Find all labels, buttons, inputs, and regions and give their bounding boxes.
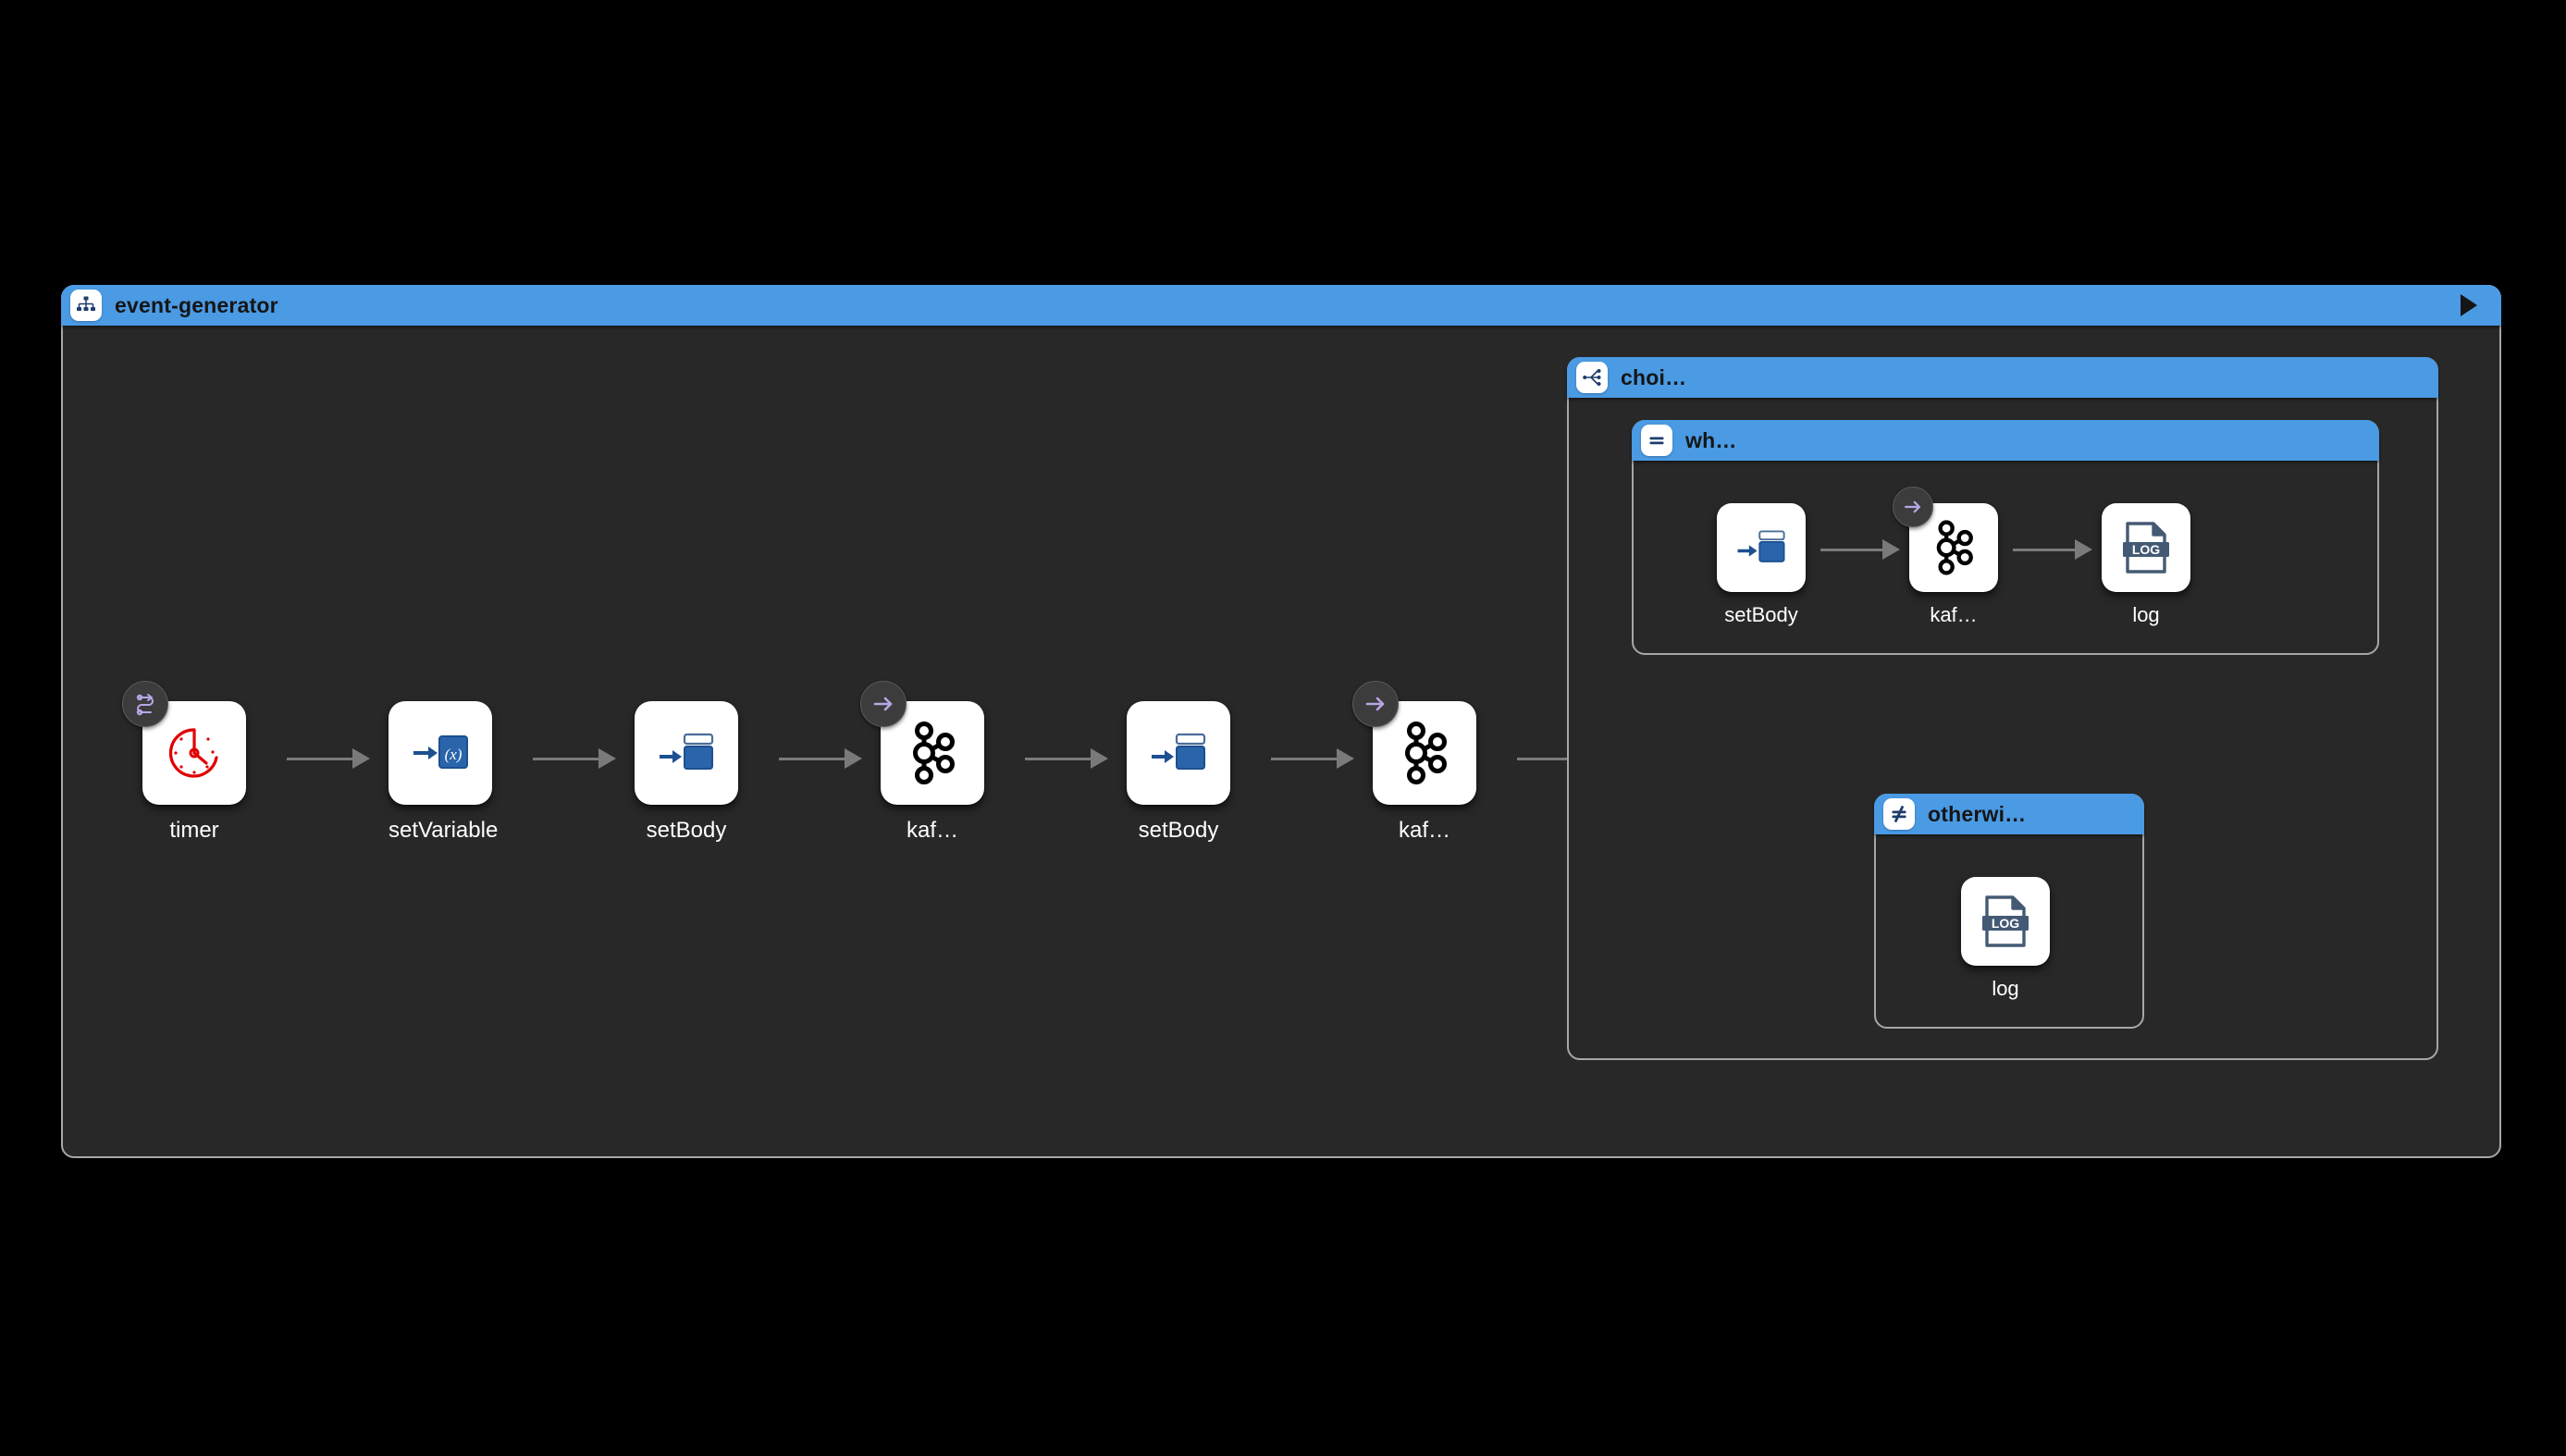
log-file-icon: LOG [2123,522,2169,574]
node-timer-label: timer [169,818,219,843]
svg-text:(x): (x) [445,746,463,763]
log-file-icon: LOG [1982,895,2029,947]
route-hierarchy-icon [70,290,102,321]
svg-text:LOG: LOG [1992,916,2019,931]
node-setbody-2-box[interactable] [1127,701,1230,805]
node-kafka-1-label: kaf… [906,818,958,843]
set-variable-icon: (x) [413,735,468,769]
set-body-icon [660,733,714,770]
node-setvariable-box[interactable]: (x) [389,701,492,805]
kafka-icon [913,722,955,784]
route-container-event-generator[interactable]: event-generator [61,285,2501,1158]
connector-timer-setvariable [287,748,370,769]
otherwise-branch-container[interactable]: otherwi… LOG log [1874,794,2144,1029]
node-kafka-1[interactable]: kaf… [860,681,984,844]
when-branch-title: wh… [1685,427,1737,452]
node-otherwise-log-box[interactable]: LOG [1961,877,2050,966]
route-title: event-generator [115,292,278,317]
arrow-right-badge-icon [860,681,907,727]
node-setbody-1-box[interactable] [635,701,738,805]
connector-setvariable-setbody1 [533,748,616,769]
node-kafka-2-box[interactable] [1352,681,1476,805]
node-when-setbody[interactable]: setBody [1717,503,1806,627]
node-timer-box[interactable] [122,681,246,805]
node-otherwise-log-label: log [1992,977,2019,1000]
connector-when-kafka-log [2013,539,2092,560]
when-branch-header[interactable]: wh… [1632,420,2379,461]
arrow-right-badge-icon [1893,487,1933,527]
timer-clock-icon [168,728,218,778]
svg-text:LOG: LOG [2132,542,2160,557]
set-body-icon [1152,733,1206,770]
node-setvariable-label: setVariable [389,818,499,843]
route-path-badge-icon [122,681,168,727]
route-header[interactable]: event-generator [61,285,2501,326]
node-when-setbody-label: setBody [1724,603,1798,626]
connector-setbody2-kafka2 [1271,748,1354,769]
kafka-icon [1936,520,1973,575]
choice-branch-icon [1576,362,1608,393]
node-otherwise-log[interactable]: LOG log [1961,877,2050,1001]
equals-icon [1641,425,1672,456]
node-setbody-1[interactable]: setBody [635,701,738,844]
otherwise-branch-title: otherwi… [1928,801,2027,826]
node-when-log-box[interactable]: LOG [2102,503,2190,592]
node-when-kafka[interactable]: kaf… [1893,487,1998,627]
node-setbody-1-label: setBody [646,818,727,843]
set-body-icon [1737,530,1785,562]
node-when-kafka-label: kaf… [1930,603,1978,626]
connector-when-setbody-kafka [1820,539,1900,560]
node-when-log[interactable]: LOG log [2102,503,2190,627]
otherwise-branch-header[interactable]: otherwi… [1874,794,2144,834]
choice-title: choi… [1621,364,1687,389]
node-when-log-label: log [2132,603,2160,626]
node-setbody-2-label: setBody [1138,818,1219,843]
node-kafka-2-label: kaf… [1398,818,1450,843]
node-setbody-2[interactable]: setBody [1127,701,1230,844]
play-icon[interactable] [2457,292,2481,318]
node-when-setbody-box[interactable] [1717,503,1806,592]
node-when-kafka-box[interactable] [1893,487,1998,592]
node-kafka-2[interactable]: kaf… [1352,681,1476,844]
choice-header[interactable]: choi… [1567,357,2438,398]
when-branch-container[interactable]: wh… setBody [1632,420,2379,655]
arrow-right-badge-icon [1352,681,1399,727]
kafka-icon [1405,722,1447,784]
choice-container[interactable]: choi… wh… [1567,357,2438,1060]
connector-kafka1-setbody2 [1025,748,1108,769]
not-equals-icon [1883,798,1915,830]
node-kafka-1-box[interactable] [860,681,984,805]
node-timer[interactable]: timer [122,681,246,844]
connector-setbody1-kafka1 [779,748,862,769]
node-setvariable[interactable]: (x) setVariable [389,701,499,844]
